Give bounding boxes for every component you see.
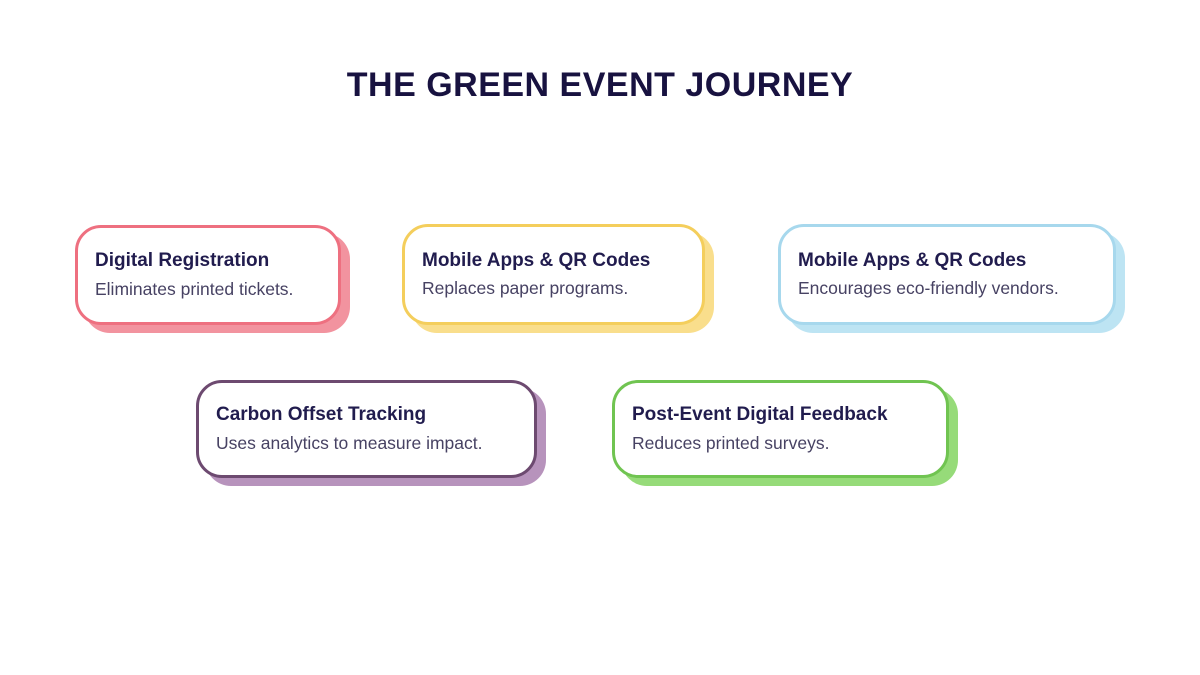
card-description: Replaces paper programs. (422, 278, 629, 299)
card-title: Carbon Offset Tracking (216, 404, 427, 426)
card-title: Post-Event Digital Feedback (632, 404, 888, 426)
card-description: Reduces printed surveys. (632, 432, 830, 453)
page-title: THE GREEN EVENT JOURNEY (346, 66, 854, 104)
card-description: Uses analytics to measure impact. (216, 432, 483, 453)
card-mobile-apps-qr-codes: Mobile Apps & QR Codes Replaces paper pr… (402, 224, 705, 325)
card-title: Mobile Apps & QR Codes (422, 249, 651, 271)
card-title: Mobile Apps & QR Codes (798, 249, 1027, 271)
card-description: Eliminates printed tickets. (95, 278, 294, 299)
card-digital-registration: Digital Registration Eliminates printed … (75, 225, 341, 325)
card-post-event-digital-feedback: Post-Event Digital Feedback Reduces prin… (612, 380, 949, 478)
card-description: Encourages eco-friendly vendors. (798, 278, 1059, 299)
card-carbon-offset-tracking: Carbon Offset Tracking Uses analytics to… (196, 380, 537, 478)
card-mobile-apps-qr-codes-vendors: Mobile Apps & QR Codes Encourages eco-fr… (778, 224, 1116, 325)
card-title: Digital Registration (95, 250, 270, 272)
